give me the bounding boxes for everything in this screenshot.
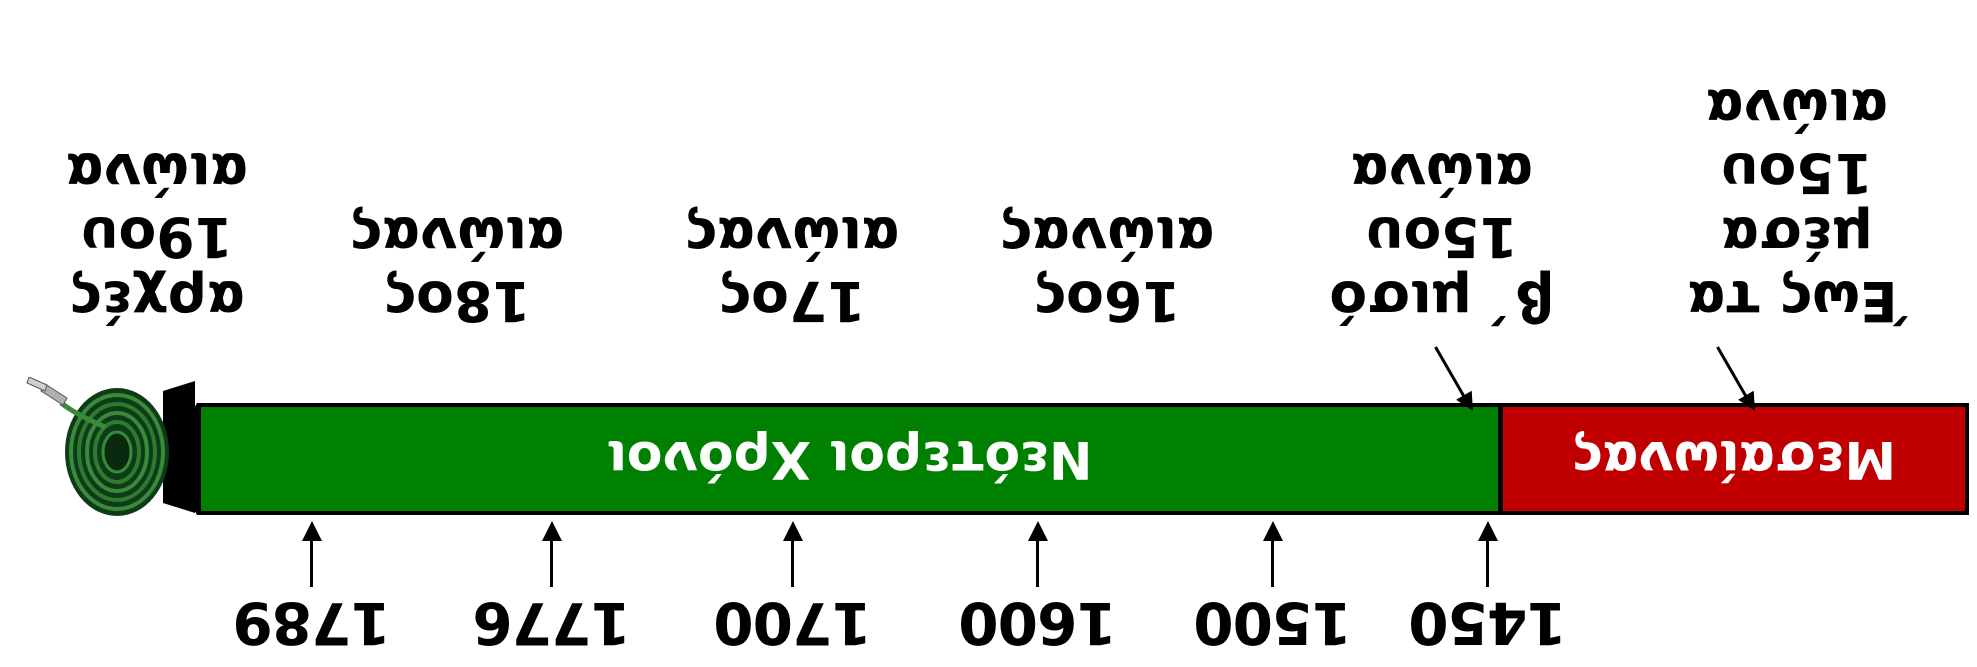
medieval-segment: Μεσαίωνας (1499, 403, 1969, 515)
year-1789: 1789 (233, 589, 391, 657)
tick-arrow-1776 (550, 525, 553, 587)
pointer-arrow-medieval (1716, 346, 1749, 400)
period-label-early19: αρχές 19ου αιώνα (27, 141, 287, 333)
year-1700: 1700 (714, 589, 872, 657)
period-label-line: β΄ μισό (1329, 269, 1555, 333)
period-label-line: 18ος (383, 269, 531, 333)
period-label-line: αιώνα (1350, 141, 1534, 205)
tick-arrow-1500 (1271, 525, 1274, 587)
year-1450: 1450 (1409, 589, 1567, 657)
modern-label: Νεότεροι Χρόνοι (606, 429, 1093, 489)
period-label-line: 16ος (1033, 269, 1181, 333)
modern-segment: Νεότεροι Χρόνοι (197, 403, 1502, 515)
period-label-line: 19ου (81, 205, 233, 269)
period-label-18th: 18ος αιώνας (307, 205, 607, 333)
period-label-line: μέσα (1721, 205, 1873, 269)
pointer-arrow-late15 (1434, 346, 1467, 400)
period-label-line: αρχές (69, 269, 245, 333)
period-label-line: αιώνας (684, 205, 900, 269)
period-label-17th: 17ος αιώνας (642, 205, 942, 333)
period-label-line: 15ου (1721, 141, 1873, 205)
medieval-label: Μεσαίωνας (1571, 429, 1897, 489)
period-label-line: 17ος (718, 269, 866, 333)
year-1776: 1776 (473, 589, 631, 657)
cable-coil-icon (26, 377, 195, 516)
period-label-line: 15ου (1366, 205, 1518, 269)
year-1600: 1600 (959, 589, 1117, 657)
period-label-16th: 16ος αιώνας (957, 205, 1257, 333)
period-label-line: αιώνα (1705, 77, 1889, 141)
year-1500: 1500 (1194, 589, 1352, 657)
period-label-line: αιώνας (999, 205, 1215, 269)
period-label-line: αιώνας (349, 205, 565, 269)
tick-arrow-1789 (310, 525, 313, 587)
tick-arrow-1450 (1486, 525, 1489, 587)
period-label-line: Έως τα (1687, 269, 1907, 333)
tick-arrow-1600 (1036, 525, 1039, 587)
period-label-early15: Έως τα μέσα 15ου αιώνα (1657, 77, 1937, 333)
period-label-late15: β΄ μισό 15ου αιώνα (1297, 141, 1587, 333)
period-label-line: αιώνα (65, 141, 249, 205)
tick-arrow-1700 (791, 525, 794, 587)
